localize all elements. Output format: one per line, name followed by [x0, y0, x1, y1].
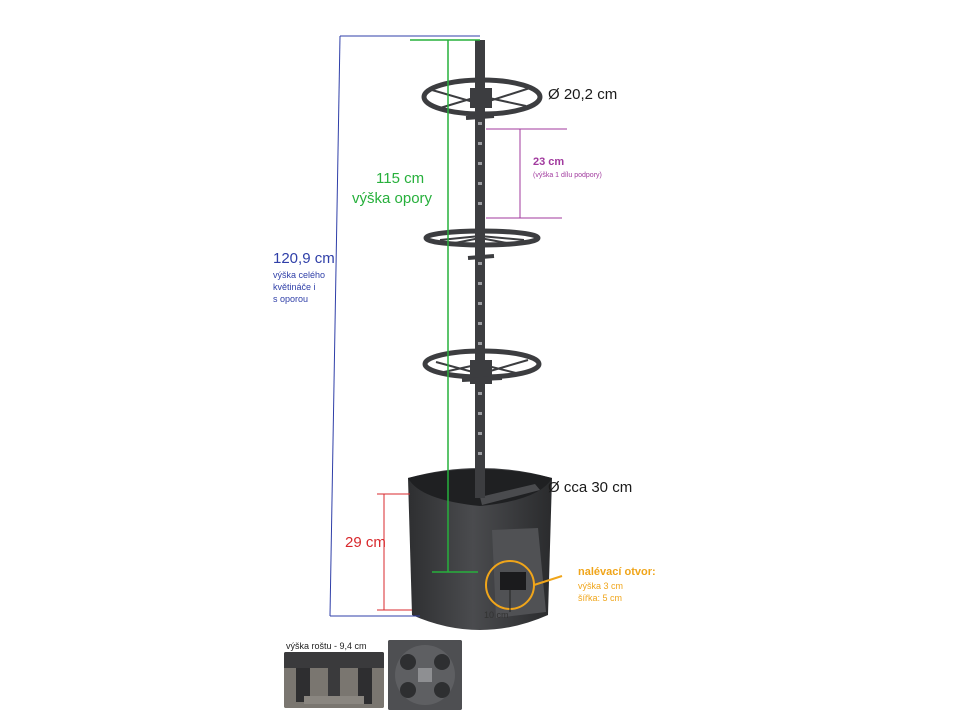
support-pole	[475, 40, 485, 498]
total-height-dimension	[329, 35, 480, 617]
section-height-value: 23 cm	[533, 156, 565, 168]
total-height-line-2: květináče i	[273, 282, 316, 292]
hole-offset-label: 10 cm	[484, 610, 509, 620]
grate-top-photo	[388, 640, 462, 710]
support-ring-middle	[423, 228, 541, 260]
support-height-label: výška opory	[352, 190, 433, 207]
grate-side-photo	[284, 652, 384, 708]
total-height-line-3: s oporou	[273, 294, 309, 304]
watering-hole-width: šířka: 5 cm	[578, 593, 623, 603]
section-height-note: (výška 1 dílu podpory)	[533, 172, 602, 179]
pot-height-label: 29 cm	[345, 534, 386, 551]
watering-hole-height: výška 3 cm	[578, 581, 624, 591]
planter-pot	[408, 468, 552, 630]
total-height-line-1: výška celého	[273, 270, 326, 280]
support-height-value: 115 cm	[376, 170, 425, 187]
pot-diameter-label: Ø cca 30 cm	[548, 479, 633, 496]
pot-height-dimension	[377, 493, 412, 611]
top-ring-diameter-label: Ø 20,2 cm	[548, 86, 618, 103]
section-height-dimension	[486, 128, 567, 219]
support-ring-top	[421, 77, 543, 120]
watering-hole	[500, 572, 526, 590]
support-height-dimension	[410, 39, 480, 573]
watering-hole-title: nalévací otvor:	[578, 566, 656, 578]
total-height-value: 120,9 cm	[273, 250, 335, 267]
support-ring-bottom	[422, 348, 542, 384]
grate-height-label: výška roštu - 9,4 cm	[286, 641, 367, 651]
